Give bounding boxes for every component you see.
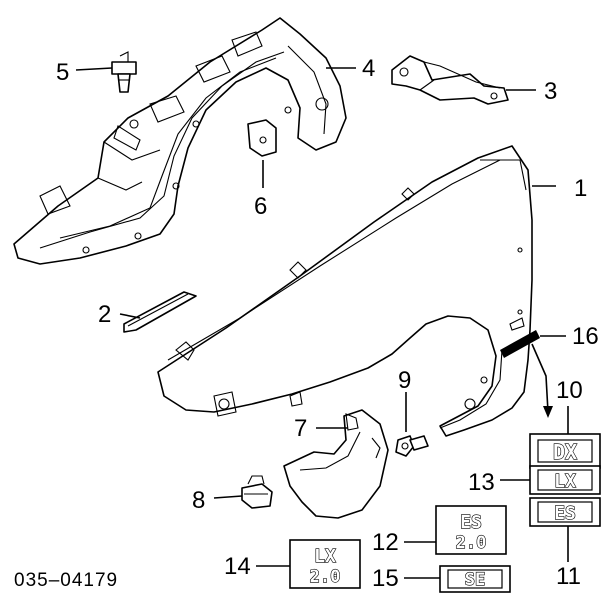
badge-se-text: SE xyxy=(465,570,485,590)
fender-liner xyxy=(13,17,347,265)
badge-lx-2-0-line1: LX xyxy=(314,546,336,567)
screw-washer xyxy=(241,475,273,509)
badge-es-2-0-line2: 2.0 xyxy=(456,533,487,553)
callout-16: 16 xyxy=(572,323,599,350)
callout-7: 7 xyxy=(294,415,307,442)
badge-dx-text: DX xyxy=(553,440,577,464)
callouts: 1 2 3 4 5 6 7 8 9 10 11 12 13 14 15 16 xyxy=(56,55,599,592)
push-clip xyxy=(111,51,137,93)
emblem-tape xyxy=(500,330,540,358)
molding-strip xyxy=(123,291,197,333)
callout-5: 5 xyxy=(56,59,69,86)
callout-1: 1 xyxy=(574,175,587,202)
badge-lx-2-0-line2: 2.0 xyxy=(310,567,341,587)
leader-lines xyxy=(75,67,569,579)
callout-2: 2 xyxy=(98,301,111,328)
badge-lx-text: LX xyxy=(554,471,576,492)
fender-bracket xyxy=(391,55,509,105)
callout-9: 9 xyxy=(398,367,411,394)
badge-lx: LX xyxy=(529,465,601,495)
badge-es-2-0: ES 2.0 xyxy=(435,505,507,555)
badge-es: ES xyxy=(529,497,601,527)
bolt xyxy=(395,435,429,457)
callout-13: 13 xyxy=(468,469,495,496)
callout-4: 4 xyxy=(362,55,375,82)
diagram-part-number: 035–04179 xyxy=(14,570,118,591)
badge-es-text: ES xyxy=(554,503,576,524)
callout-3: 3 xyxy=(544,78,557,105)
callout-11: 11 xyxy=(556,563,581,590)
callout-12: 12 xyxy=(372,529,399,556)
badge-es-2-0-line1: ES xyxy=(460,512,482,533)
callout-8: 8 xyxy=(192,487,205,514)
callout-10: 10 xyxy=(556,377,583,404)
mud-flap xyxy=(283,409,389,519)
badge-dx: DX xyxy=(529,433,601,469)
callout-6: 6 xyxy=(254,193,267,220)
callout-15: 15 xyxy=(372,565,399,592)
front-fender xyxy=(157,145,533,437)
callout-14: 14 xyxy=(224,553,251,580)
clip-nut xyxy=(247,119,277,157)
badge-se: SE xyxy=(439,565,511,593)
badge-lx-2-0: LX 2.0 xyxy=(289,539,361,589)
